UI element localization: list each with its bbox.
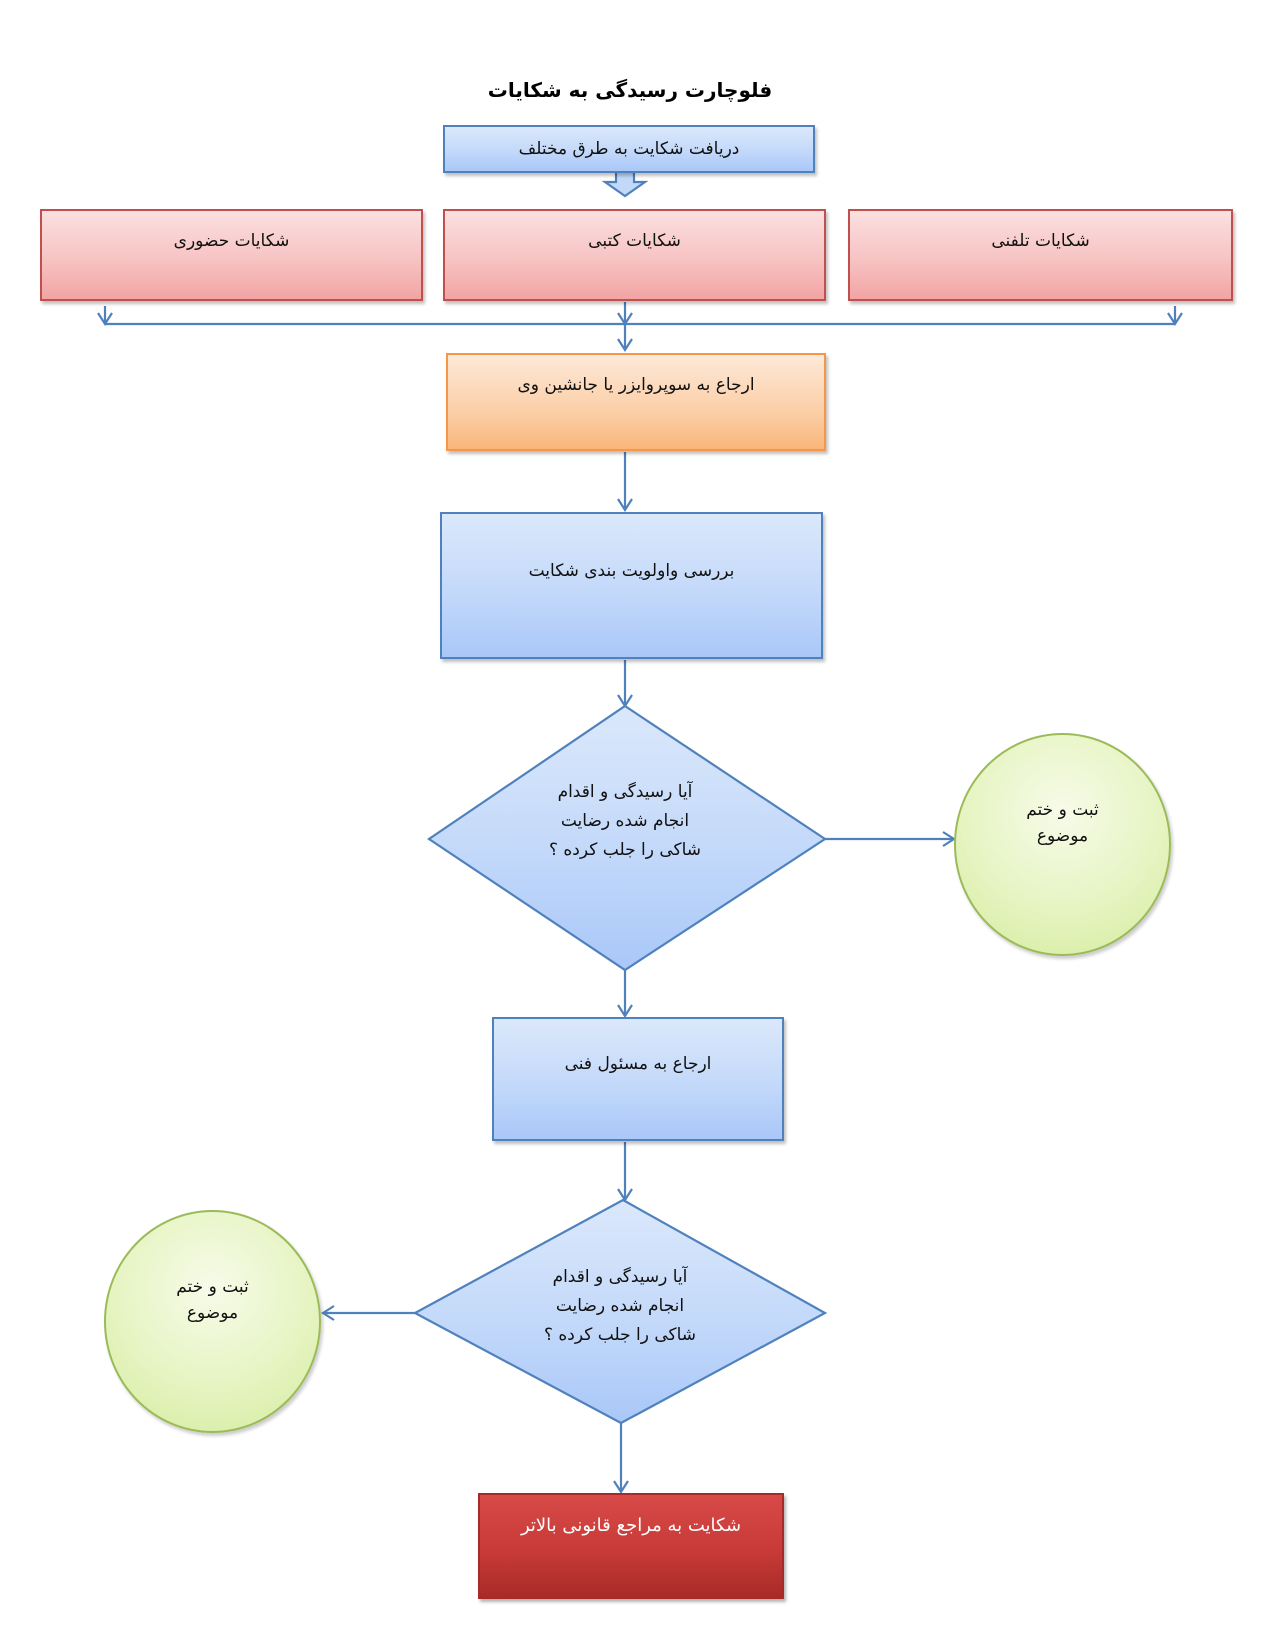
close2-line-1: ثبت و ختم — [176, 1277, 249, 1297]
supervisor-referral-label: ارجاع به سوپروایزر یا جانشین وی — [517, 375, 755, 395]
legal-authorities-box: شکایت به مراجع قانونی بالاتر — [478, 1493, 784, 1599]
decision1-line-1: آیا رسیدگی و اقدام — [557, 782, 693, 802]
page-title: فلوچارت رسیدگی به شکایات — [487, 78, 773, 102]
decision1-diamond — [427, 704, 827, 972]
decision2-text: آیا رسیدگی و اقدام انجام شده رضایت شاکی … — [515, 1263, 725, 1350]
receive-complaint-label: دریافت شکایت به طرق مختلف — [518, 139, 740, 159]
phone-complaints-box: شکایات تلفنی — [848, 209, 1233, 301]
decision2-line-1: آیا رسیدگی و اقدام — [552, 1267, 688, 1287]
close-case-circle-2: ثبت و ختم موضوع — [104, 1210, 321, 1433]
close2-line-2: موضوع — [186, 1303, 239, 1324]
phone-complaints-label: شکایات تلفنی — [991, 231, 1090, 251]
supervisor-referral-box: ارجاع به سوپروایزر یا جانشین وی — [446, 353, 826, 451]
decision2-line-3: شاکی را جلب کرده ؟ — [543, 1324, 697, 1345]
close-case-circle-1: ثبت و ختم موضوع — [954, 733, 1171, 956]
in-person-complaints-box: شکایات حضوری — [40, 209, 423, 301]
decision2-diamond — [412, 1198, 828, 1425]
review-prioritize-label: بررسی واولویت بندی شکایت — [528, 560, 735, 581]
receive-complaint-box: دریافت شکایت به طرق مختلف — [443, 125, 815, 173]
close1-line-1: ثبت و ختم — [1026, 800, 1099, 820]
technical-referral-label: ارجاع به مسئول فنی — [564, 1054, 712, 1074]
decision1-line-2: انجام شده رضایت — [560, 810, 690, 831]
decision1-text: آیا رسیدگی و اقدام انجام شده رضایت شاکی … — [520, 778, 730, 865]
decision1-line-3: شاکی را جلب کرده ؟ — [548, 839, 702, 860]
decision2-line-2: انجام شده رضایت — [555, 1295, 685, 1316]
legal-authorities-label: شکایت به مراجع قانونی بالاتر — [520, 1515, 742, 1536]
close1-line-2: موضوع — [1036, 826, 1089, 847]
technical-referral-box: ارجاع به مسئول فنی — [492, 1017, 784, 1141]
written-complaints-box: شکایات کتبی — [443, 209, 826, 301]
written-complaints-label: شکایات کتبی — [588, 231, 681, 251]
in-person-complaints-label: شکایات حضوری — [173, 231, 290, 251]
review-prioritize-box: بررسی واولویت بندی شکایت — [440, 512, 823, 659]
